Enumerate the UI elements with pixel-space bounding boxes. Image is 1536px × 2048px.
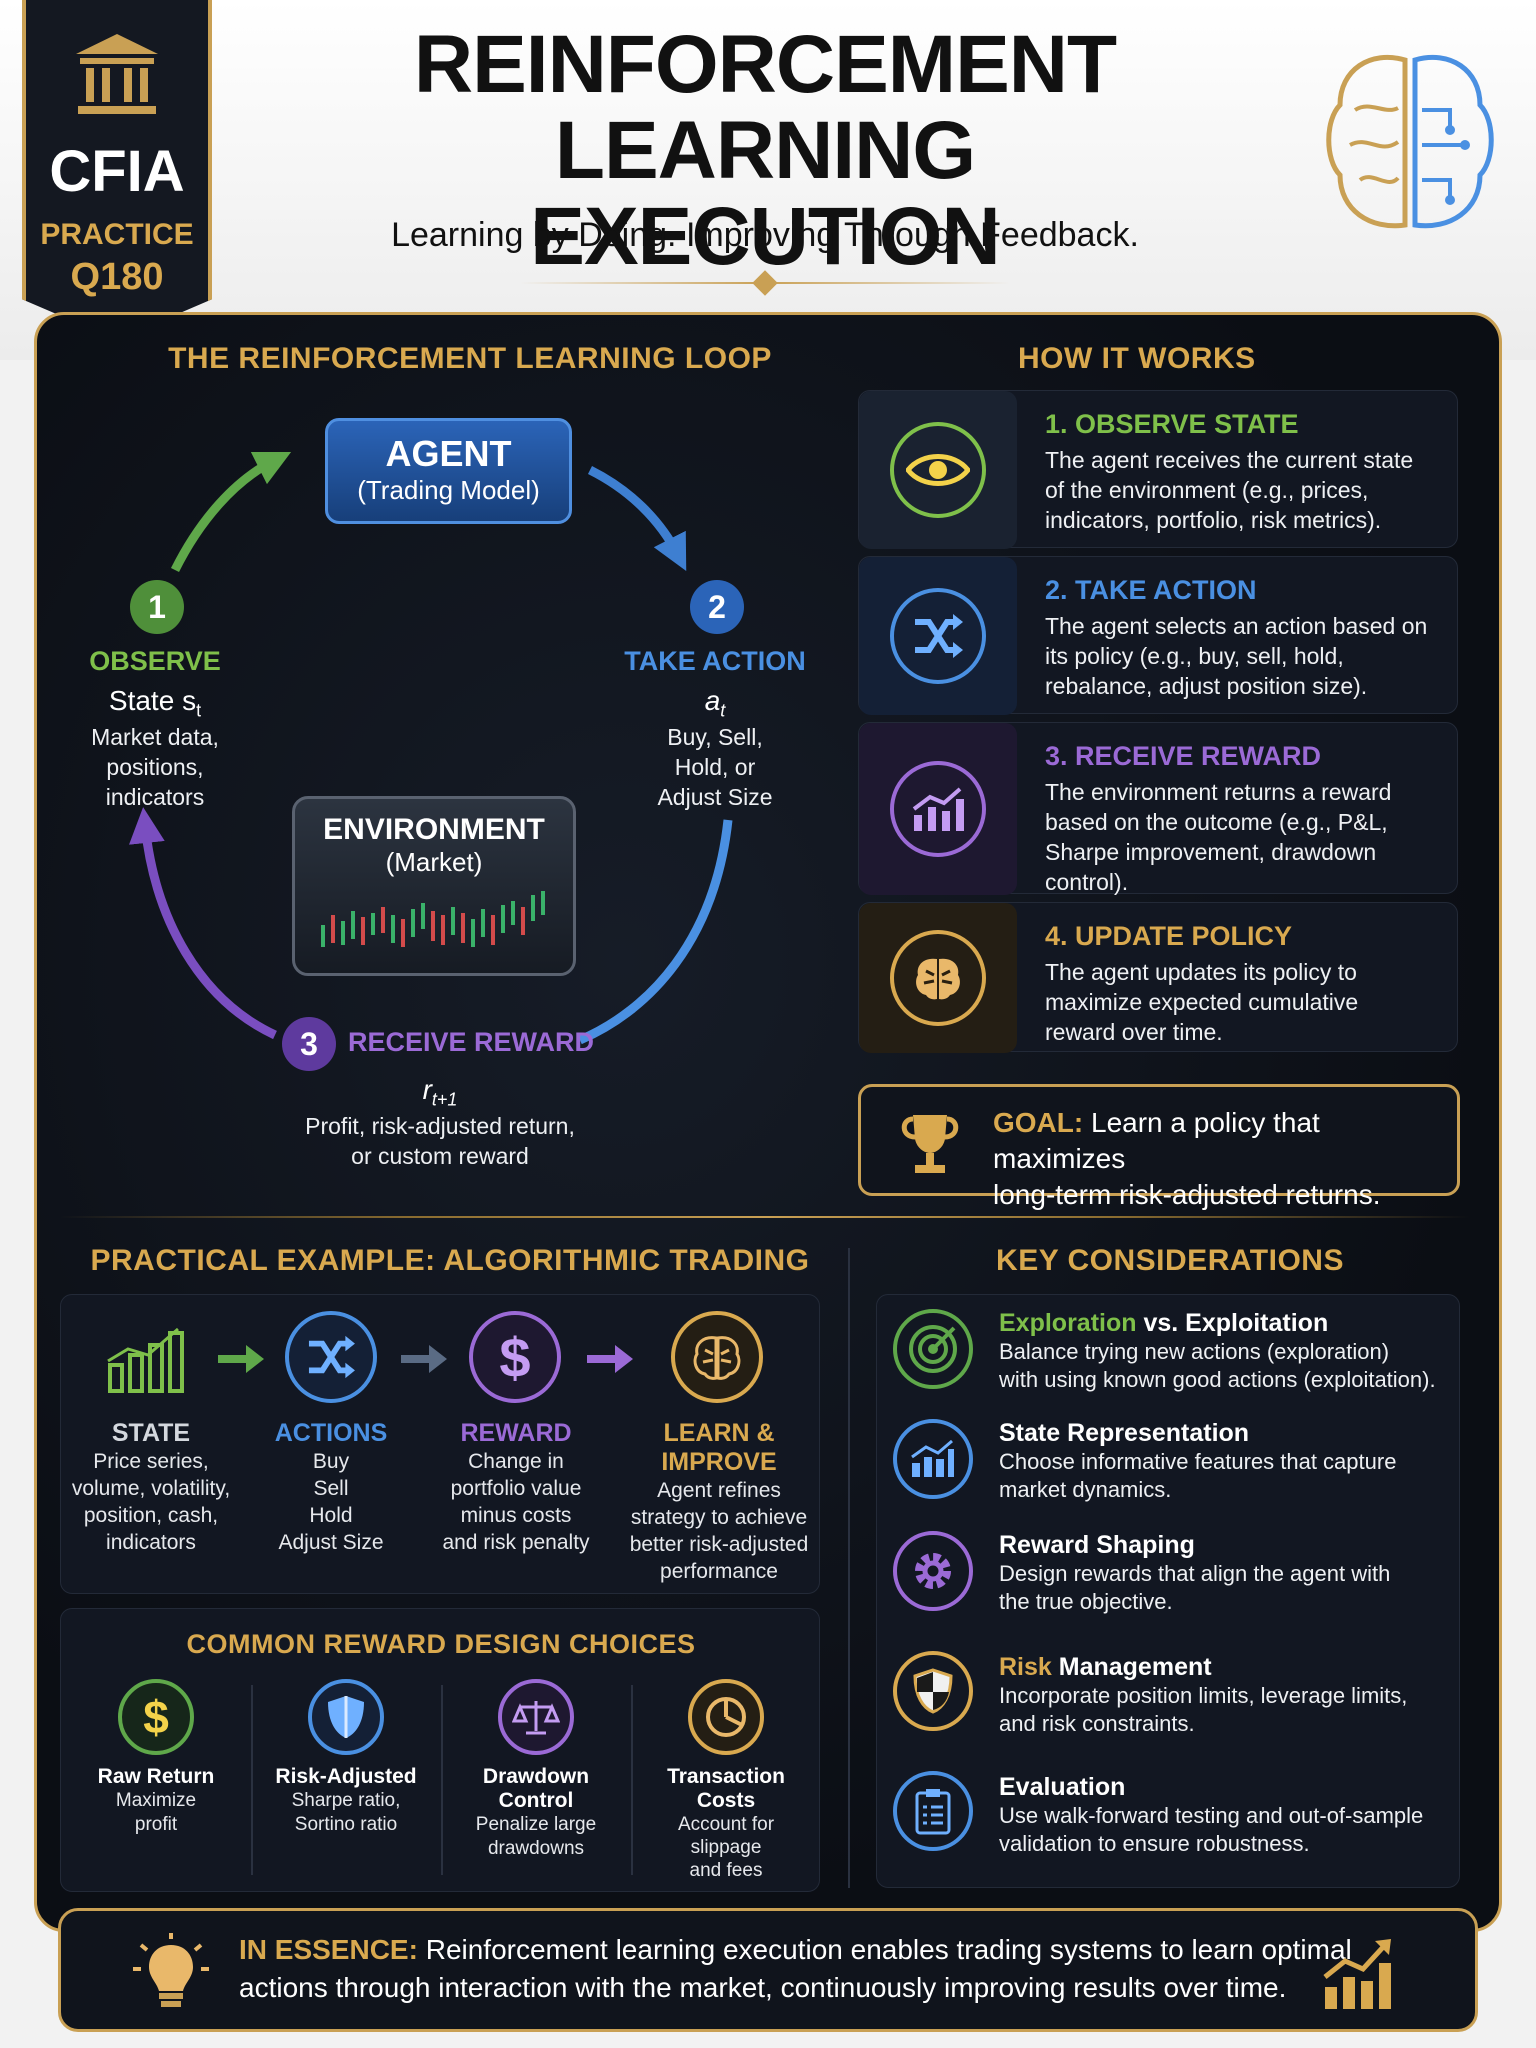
brain-icon — [1326, 54, 1494, 229]
consideration-risk: Risk Management Incorporate position lim… — [999, 1653, 1408, 1736]
shuffle-icon — [890, 588, 986, 684]
badge-question: Q180 — [70, 256, 164, 298]
environment-title: ENVIRONMENT — [323, 813, 545, 846]
environment-subtitle: (Market) — [385, 847, 483, 877]
consideration-exploration: Exploration vs. Exploitation Balance try… — [999, 1309, 1436, 1392]
clipboard-icon — [893, 1771, 973, 1851]
eye-icon — [890, 422, 986, 518]
badge-practice: PRACTICE — [40, 218, 194, 251]
column-divider — [848, 1248, 850, 1888]
example-state: STATE Price series,volume, volatility,po… — [71, 1419, 231, 1554]
reward-design-title: COMMON REWARD DESIGN CHOICES — [186, 1629, 696, 1659]
loop-section-title: THE REINFORCEMENT LEARNING LOOP — [168, 342, 772, 375]
how-step-update: 4. UPDATE POLICY The agent updates its p… — [858, 902, 1458, 1053]
page-subtitle: Learning by Doing. Improving Through Fee… — [391, 216, 1139, 254]
brain-policy-icon — [890, 930, 986, 1026]
practice-badge: CFIA PRACTICE Q180 — [22, 0, 212, 340]
arrow-action-to-reward — [578, 819, 733, 1045]
page-title: REINFORCEMENT LEARNING EXECUTION — [413, 19, 1117, 282]
how-step-observe: 1. OBSERVE STATE The agent receives the … — [858, 390, 1458, 549]
candlestick-chart-icon — [321, 891, 545, 947]
reward-step-number: 3 — [282, 1017, 336, 1071]
goal-text: GOAL: Learn a policy that maximizes long… — [993, 1107, 1381, 1210]
reward-title: RECEIVE REWARD — [348, 1027, 595, 1057]
shield-icon — [308, 1679, 384, 1755]
agent-box: AGENT (Trading Model) — [325, 418, 572, 524]
arrow-reward-to-observe — [128, 807, 277, 1040]
bar-chart-icon — [893, 1419, 973, 1499]
actions-shuffle-icon — [285, 1311, 377, 1403]
growth-chart-icon — [1323, 1939, 1391, 2009]
considerations-section-title: KEY CONSIDERATIONS — [996, 1244, 1344, 1277]
header-background — [0, 0, 1536, 360]
consideration-reward-shaping: Reward Shaping Design rewards that align… — [999, 1531, 1391, 1614]
reward-node: rt+1 Profit, risk-adjusted return, or cu… — [305, 1074, 575, 1169]
observe-title: OBSERVE — [89, 646, 221, 676]
example-card: $ STATE Price series,volume, volatility,… — [60, 1294, 820, 1594]
pie-icon — [688, 1679, 764, 1755]
arrow-agent-to-action — [587, 465, 687, 572]
observe-step-number: 1 — [130, 580, 184, 634]
arrow-observe-to-agent — [170, 451, 292, 573]
institution-icon — [76, 34, 158, 114]
reward-design-card: COMMON REWARD DESIGN CHOICES $ Raw Retur… — [60, 1608, 820, 1892]
trophy-icon — [901, 1115, 959, 1173]
target-icon — [893, 1309, 973, 1389]
observe-node: OBSERVE State st Market data, positions,… — [60, 646, 250, 812]
action-step-number: 2 — [690, 580, 744, 634]
environment-box: ENVIRONMENT (Market) — [292, 796, 576, 976]
lightbulb-icon — [133, 1933, 209, 2007]
arrow-right-icon — [218, 1345, 264, 1373]
essence-banner: IN ESSENCE: Reinforcement learning execu… — [58, 1908, 1478, 2032]
agent-subtitle: (Trading Model) — [357, 475, 540, 505]
loop-arrows — [128, 451, 733, 1045]
gear-icon — [893, 1531, 973, 1611]
action-title: TAKE ACTION — [624, 646, 806, 676]
arrow-right-icon — [401, 1345, 447, 1373]
reward-dollar-icon: $ — [469, 1311, 561, 1403]
example-section-title: PRACTICAL EXAMPLE: ALGORITHMIC TRADING — [90, 1244, 810, 1277]
consideration-evaluation: Evaluation Use walk-forward testing and … — [999, 1773, 1424, 1856]
reward-choice-risk-adjusted: Risk-Adjusted Sharpe ratio,Sortino ratio — [251, 1679, 441, 1837]
learn-brain-icon — [671, 1311, 763, 1403]
badge-cfia: CFIA — [49, 139, 185, 204]
agent-title: AGENT — [385, 433, 512, 474]
goal-box: GOAL: Learn a policy that maximizes long… — [858, 1084, 1460, 1210]
essence-text: IN ESSENCE: Reinforcement learning execu… — [239, 1934, 1352, 2003]
considerations-card: Exploration vs. Exploitation Balance try… — [876, 1294, 1460, 1888]
how-step-reward: 3. RECEIVE REWARD The environment return… — [858, 722, 1458, 895]
arrow-right-icon — [587, 1345, 633, 1373]
scale-icon — [498, 1679, 574, 1755]
dollar-icon: $ — [118, 1679, 194, 1755]
action-node: TAKE ACTION at Buy, Sell, Hold, or Adjus… — [610, 646, 820, 812]
how-section-title: HOW IT WORKS — [1018, 342, 1256, 375]
state-bar-chart-icon — [107, 1327, 184, 1393]
section-divider — [60, 1216, 1470, 1218]
consideration-state: State Representation Choose informative … — [999, 1419, 1397, 1502]
chart-up-icon — [890, 761, 986, 857]
how-step-action: 2. TAKE ACTION The agent selects an acti… — [858, 556, 1458, 715]
shield-icon — [893, 1651, 973, 1731]
